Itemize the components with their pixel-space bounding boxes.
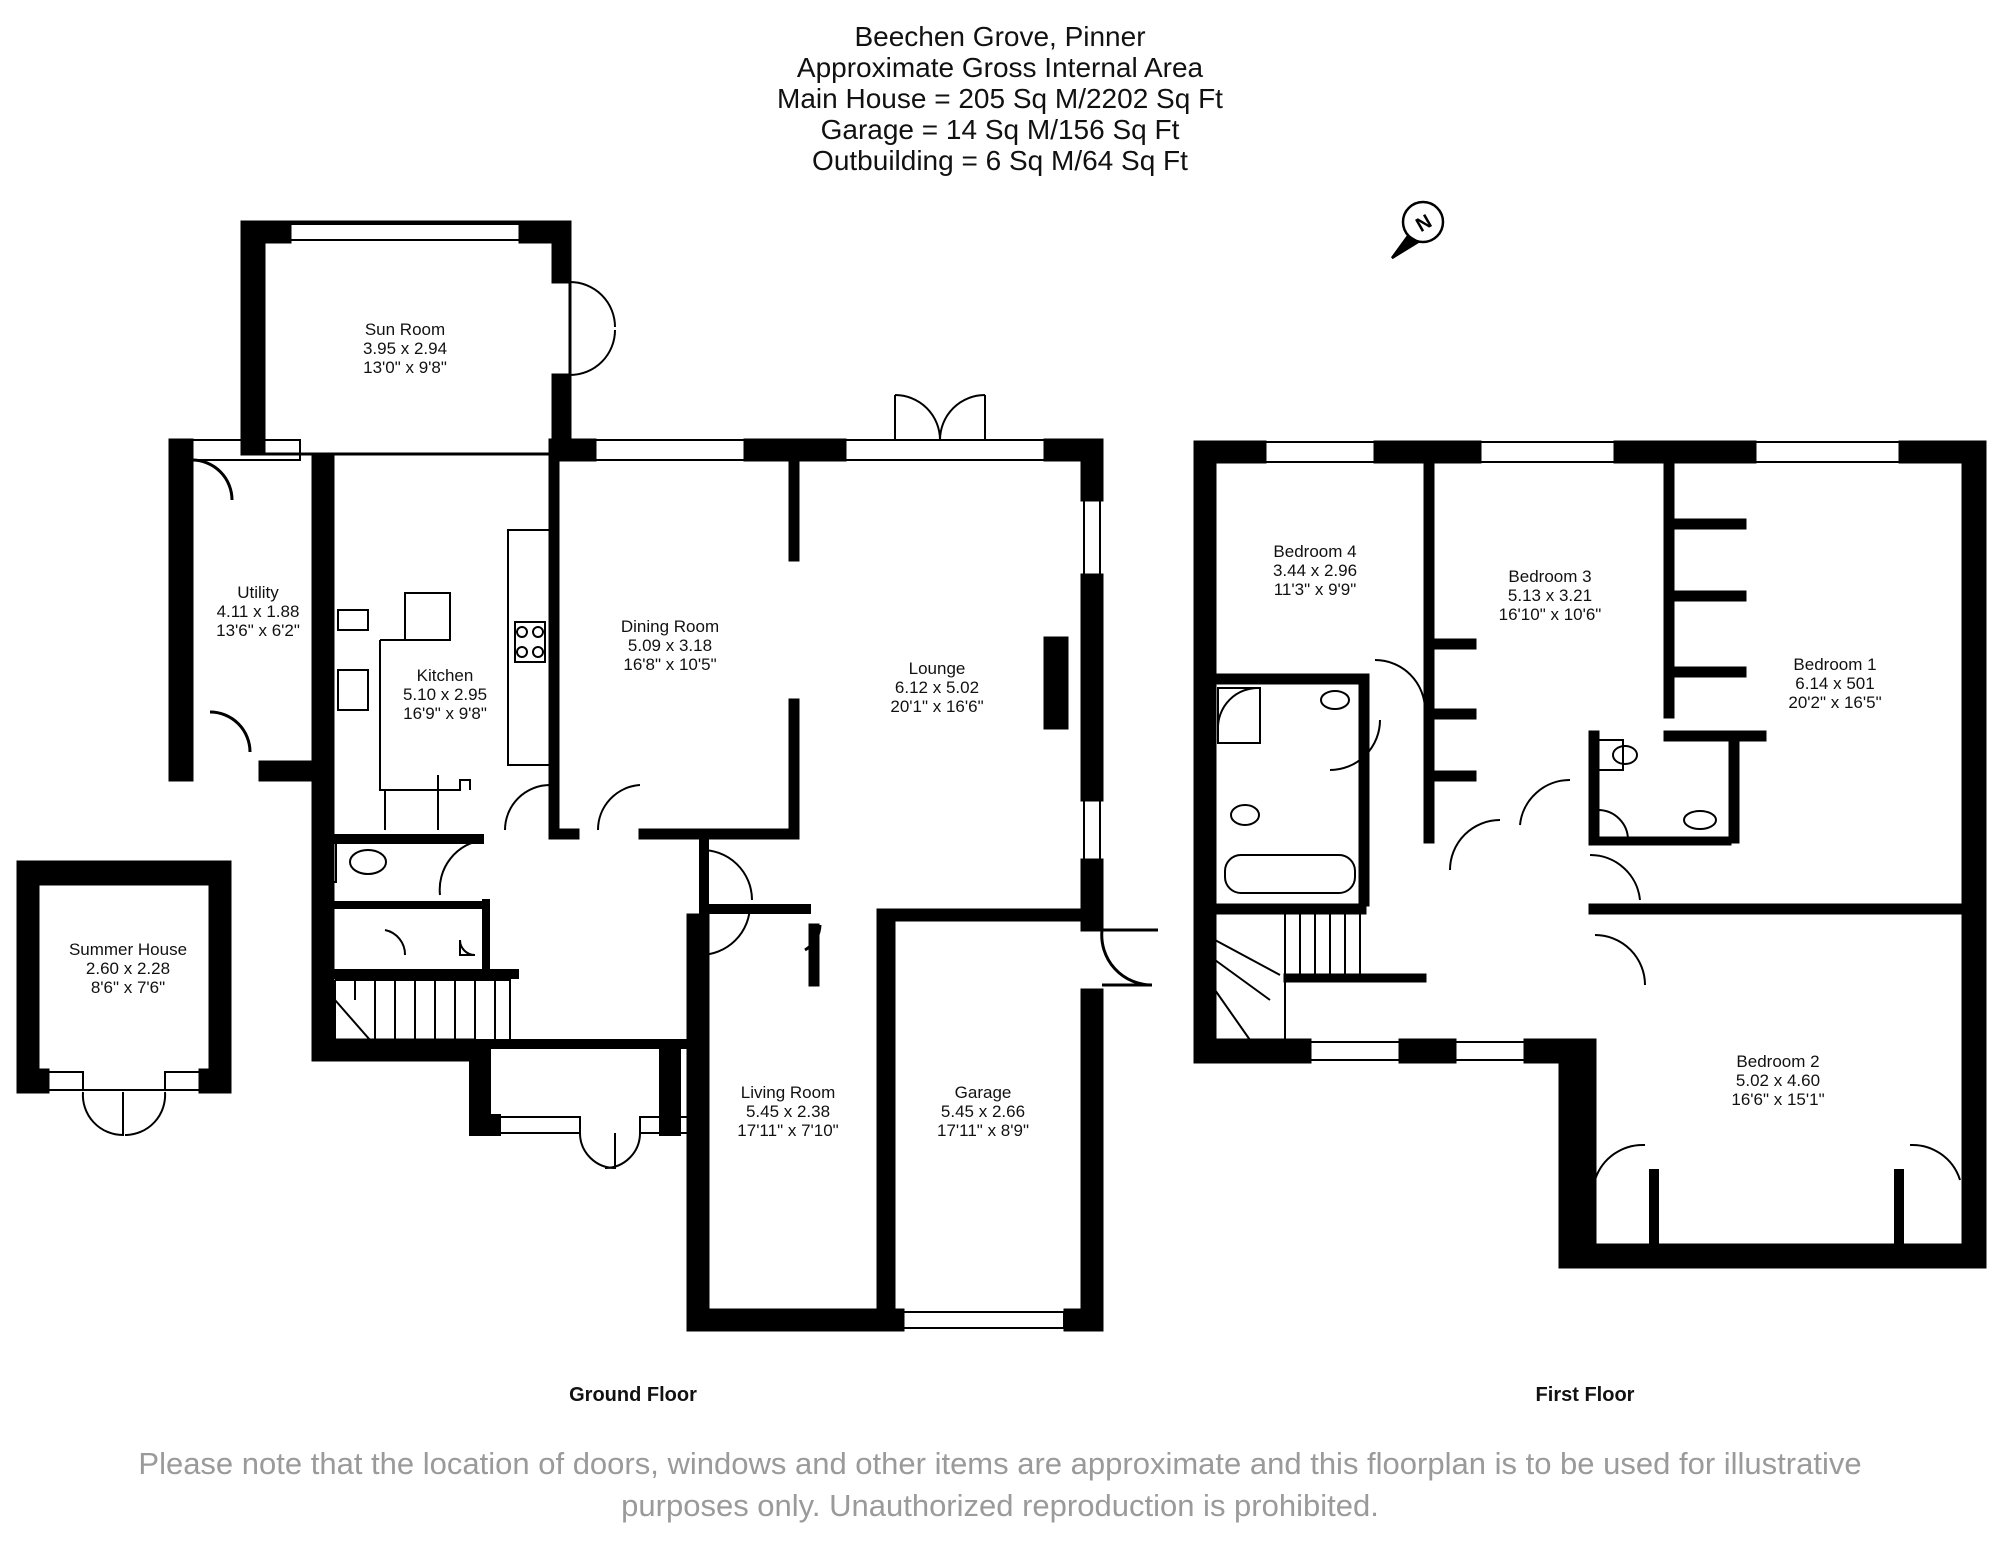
- ground-floor-plan: [168, 220, 1158, 1332]
- title-line2: Approximate Gross Internal Area: [796, 52, 1204, 83]
- sun-room-walls: [240, 220, 572, 457]
- first-floor-plan: [1193, 440, 1987, 1269]
- disclaimer-line2: purposes only. Unauthorized reproduction…: [621, 1488, 1379, 1523]
- summer-house-plan: [16, 860, 232, 1137]
- kitchen-fittings: [337, 529, 551, 830]
- sun-room-door: [569, 281, 616, 376]
- lounge-french-doors: [894, 394, 986, 441]
- ground-stairs: [334, 979, 511, 1041]
- floor-label-first: First Floor: [1535, 1384, 1635, 1406]
- disclaimer: Please note that the location of doors, …: [20, 1443, 1980, 1527]
- living-garage-walls: [686, 908, 1158, 1332]
- floor-label-ground: Ground Floor: [569, 1384, 697, 1406]
- area-main-house: Main House = 205 Sq M/2202 Sq Ft: [777, 83, 1223, 114]
- title-line1: Beechen Grove, Pinner: [854, 21, 1146, 52]
- compass-label: N: [1412, 211, 1436, 237]
- utility-walls: [168, 438, 322, 782]
- area-outbuilding: Outbuilding = 6 Sq M/64 Sq Ft: [812, 145, 1188, 176]
- wc-area: [315, 834, 519, 979]
- north-compass: [1390, 200, 1445, 260]
- area-garage: Garage = 14 Sq M/156 Sq Ft: [820, 114, 1180, 145]
- disclaimer-line1: Please note that the location of doors, …: [138, 1446, 1862, 1481]
